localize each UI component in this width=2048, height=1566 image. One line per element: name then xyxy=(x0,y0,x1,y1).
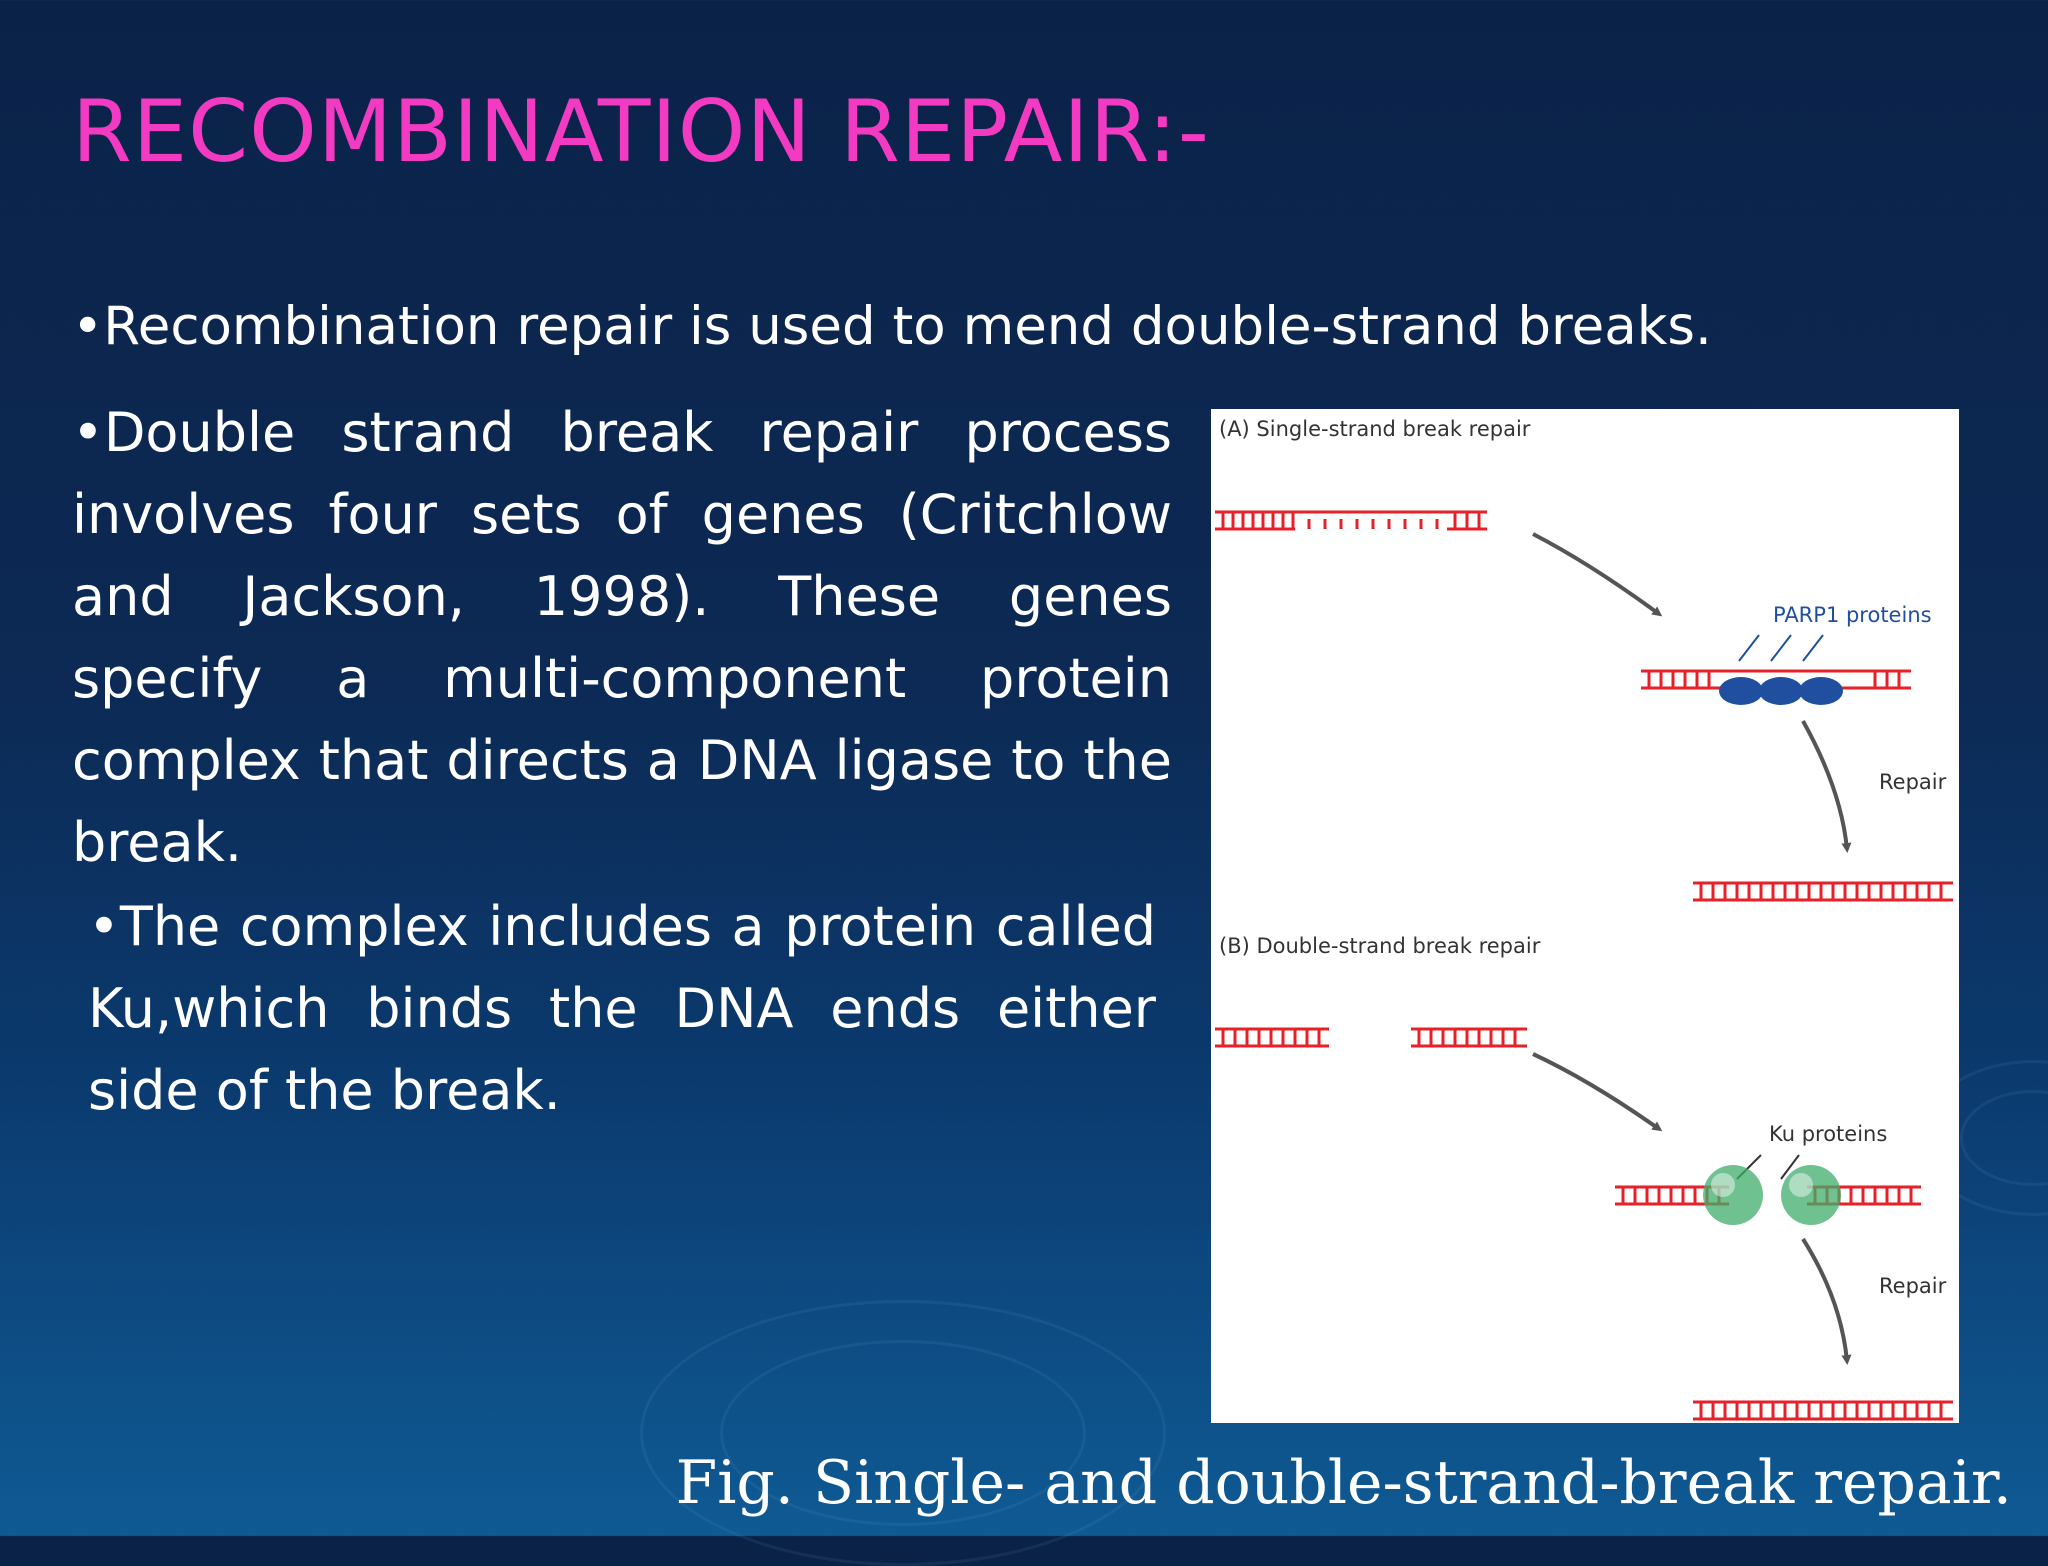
dna-repaired-strand-a xyxy=(1693,881,1953,902)
dna-broken-strand xyxy=(1215,1027,1527,1048)
arrow-b2 xyxy=(1801,1237,1852,1365)
dna-nicked-strand xyxy=(1215,510,1487,531)
parp1-pointers xyxy=(1738,634,1824,662)
bullet-ku-protein: •The complex includes a protein called K… xyxy=(88,895,1156,1122)
dna-ku-strand xyxy=(1615,1185,1921,1206)
slide-title: RECOMBINATION REPAIR:- xyxy=(72,82,1210,182)
repair-diagram: (A) Single-strand break repair PARP1 pro… xyxy=(1215,417,1953,1421)
arrow-a1 xyxy=(1532,532,1663,617)
bullet-double-strand-process: •Double strand break repair process invo… xyxy=(72,401,1172,874)
repair-label-a: Repair xyxy=(1879,770,1947,794)
ku-protein-icon xyxy=(1703,1165,1841,1225)
parp1-label: PARP1 proteins xyxy=(1773,603,1932,627)
parp1-protein-icon xyxy=(1719,677,1843,705)
arrow-a2 xyxy=(1801,720,1852,853)
figure-caption: Fig. Single- and double-strand-break rep… xyxy=(675,1448,2012,1518)
dna-repaired-strand-b xyxy=(1693,1400,1953,1421)
panel-b-title: (B) Double-strand break repair xyxy=(1219,934,1541,958)
panel-a-title: (A) Single-strand break repair xyxy=(1219,417,1531,441)
repair-figure: (A) Single-strand break repair PARP1 pro… xyxy=(1211,409,1959,1423)
bullet-recombination-repair: •Recombination repair is used to mend do… xyxy=(72,296,1712,357)
background-ripple xyxy=(720,1340,1086,1526)
arrow-b1 xyxy=(1532,1052,1663,1132)
repair-label-b: Repair xyxy=(1879,1274,1947,1298)
ku-label: Ku proteins xyxy=(1769,1122,1887,1146)
